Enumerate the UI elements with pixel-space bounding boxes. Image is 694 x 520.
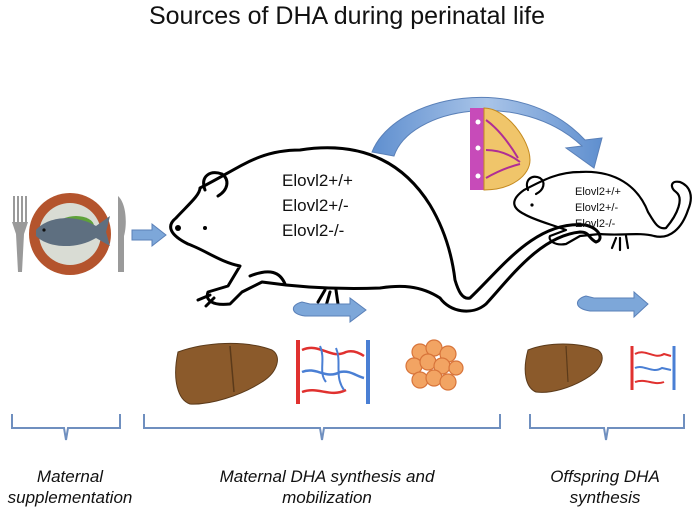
mother-genotype-2: Elovl2+/- xyxy=(282,196,349,215)
milk-transfer-arrow xyxy=(371,96,603,169)
mother-genotype-3: Elovl2-/- xyxy=(282,221,345,240)
diagram-title: Sources of DHA during perinatal life xyxy=(148,2,546,30)
mother-genotype-1: Elovl2+/+ xyxy=(282,171,353,190)
offspring-liver-lobe-line xyxy=(565,345,569,383)
maternal-liver-icon xyxy=(175,343,278,405)
caption-line: mobilization xyxy=(282,488,372,507)
caption-offspring-synthesis: Offspring DHA synthesis xyxy=(530,466,680,508)
offspring-mouse-eye xyxy=(530,203,534,207)
breast-icon xyxy=(470,107,531,191)
offspring-blood-vessels-icon xyxy=(630,346,676,390)
plate-to-mother-arrow xyxy=(131,222,167,248)
caption-maternal-supplementation: Maternal supplementation xyxy=(0,466,140,508)
bracket-maternal-supplementation xyxy=(11,414,121,441)
mother-mouse-nose xyxy=(175,225,181,231)
offspring-liver-icon xyxy=(524,343,603,393)
maternal-blood-vessels-icon xyxy=(296,340,370,404)
offspring-mouse-icon xyxy=(513,170,692,252)
bracket-offspring-synthesis xyxy=(529,414,685,441)
offspring-cycle-arrow xyxy=(577,290,649,319)
caption-line: Offspring DHA xyxy=(550,467,660,486)
caption-line: Maternal xyxy=(36,467,104,486)
mother-mouse-icon xyxy=(169,146,602,313)
caption-line: supplementation xyxy=(7,488,133,507)
caption-line: Maternal DHA synthesis and xyxy=(219,467,435,486)
maternal-liver-lobe-line xyxy=(229,345,235,393)
offspring-genotype-2: Elovl2+/- xyxy=(575,202,619,214)
mother-cycle-arrow xyxy=(292,297,367,323)
fish-plate-icon xyxy=(29,193,111,275)
adipose-tissue-icon xyxy=(405,339,464,391)
caption-maternal-synthesis: Maternal DHA synthesis and mobilization xyxy=(182,466,472,508)
caption-line: synthesis xyxy=(569,488,641,507)
bracket-maternal-synthesis xyxy=(143,414,501,441)
offspring-genotype-3: Elovl2-/- xyxy=(575,218,616,230)
knife-icon xyxy=(118,196,126,272)
fork-icon xyxy=(12,196,28,272)
offspring-genotype-1: Elovl2+/+ xyxy=(575,186,621,198)
mother-mouse-eye xyxy=(203,226,207,230)
